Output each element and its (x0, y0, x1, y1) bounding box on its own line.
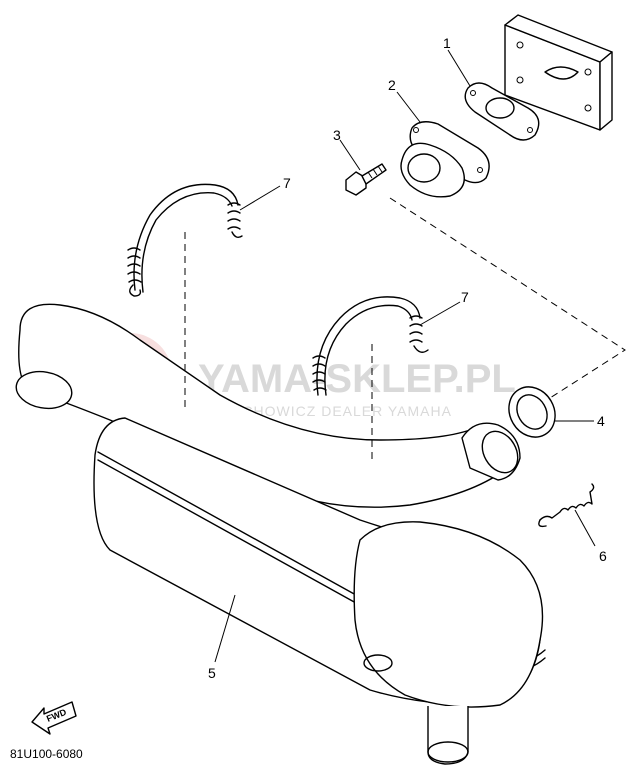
gasket-ring-part-4 (508, 386, 556, 438)
callout-6: 6 (599, 548, 607, 564)
fwd-arrow-icon: FWD (31, 701, 77, 735)
callout-5: 5 (208, 665, 216, 681)
callout-leaders (214, 49, 596, 663)
callouts: 1 2 3 4 5 6 7 7 (208, 35, 607, 681)
spring-part-6 (538, 483, 595, 528)
callout-3: 3 (333, 127, 341, 143)
watermark-title: YAMA-SKLEP.PL (198, 357, 516, 401)
exhaust-pipe-part-5 (15, 303, 546, 765)
leader-lines (184, 197, 626, 460)
cylinder-block (504, 14, 613, 131)
callout-7-upper: 7 (283, 175, 291, 191)
spring-hook-upper (127, 183, 243, 297)
callout-4: 4 (597, 413, 605, 429)
spring-hook-lower (312, 296, 429, 396)
callout-7-lower: 7 (461, 289, 469, 305)
callout-2: 2 (388, 77, 396, 93)
callout-1: 1 (443, 35, 451, 51)
gasket-part-1 (464, 82, 540, 141)
manifold-joint-part-2 (400, 121, 490, 198)
bolt-part-3 (345, 163, 387, 196)
diagram-code: 81U100-6080 (10, 747, 83, 761)
